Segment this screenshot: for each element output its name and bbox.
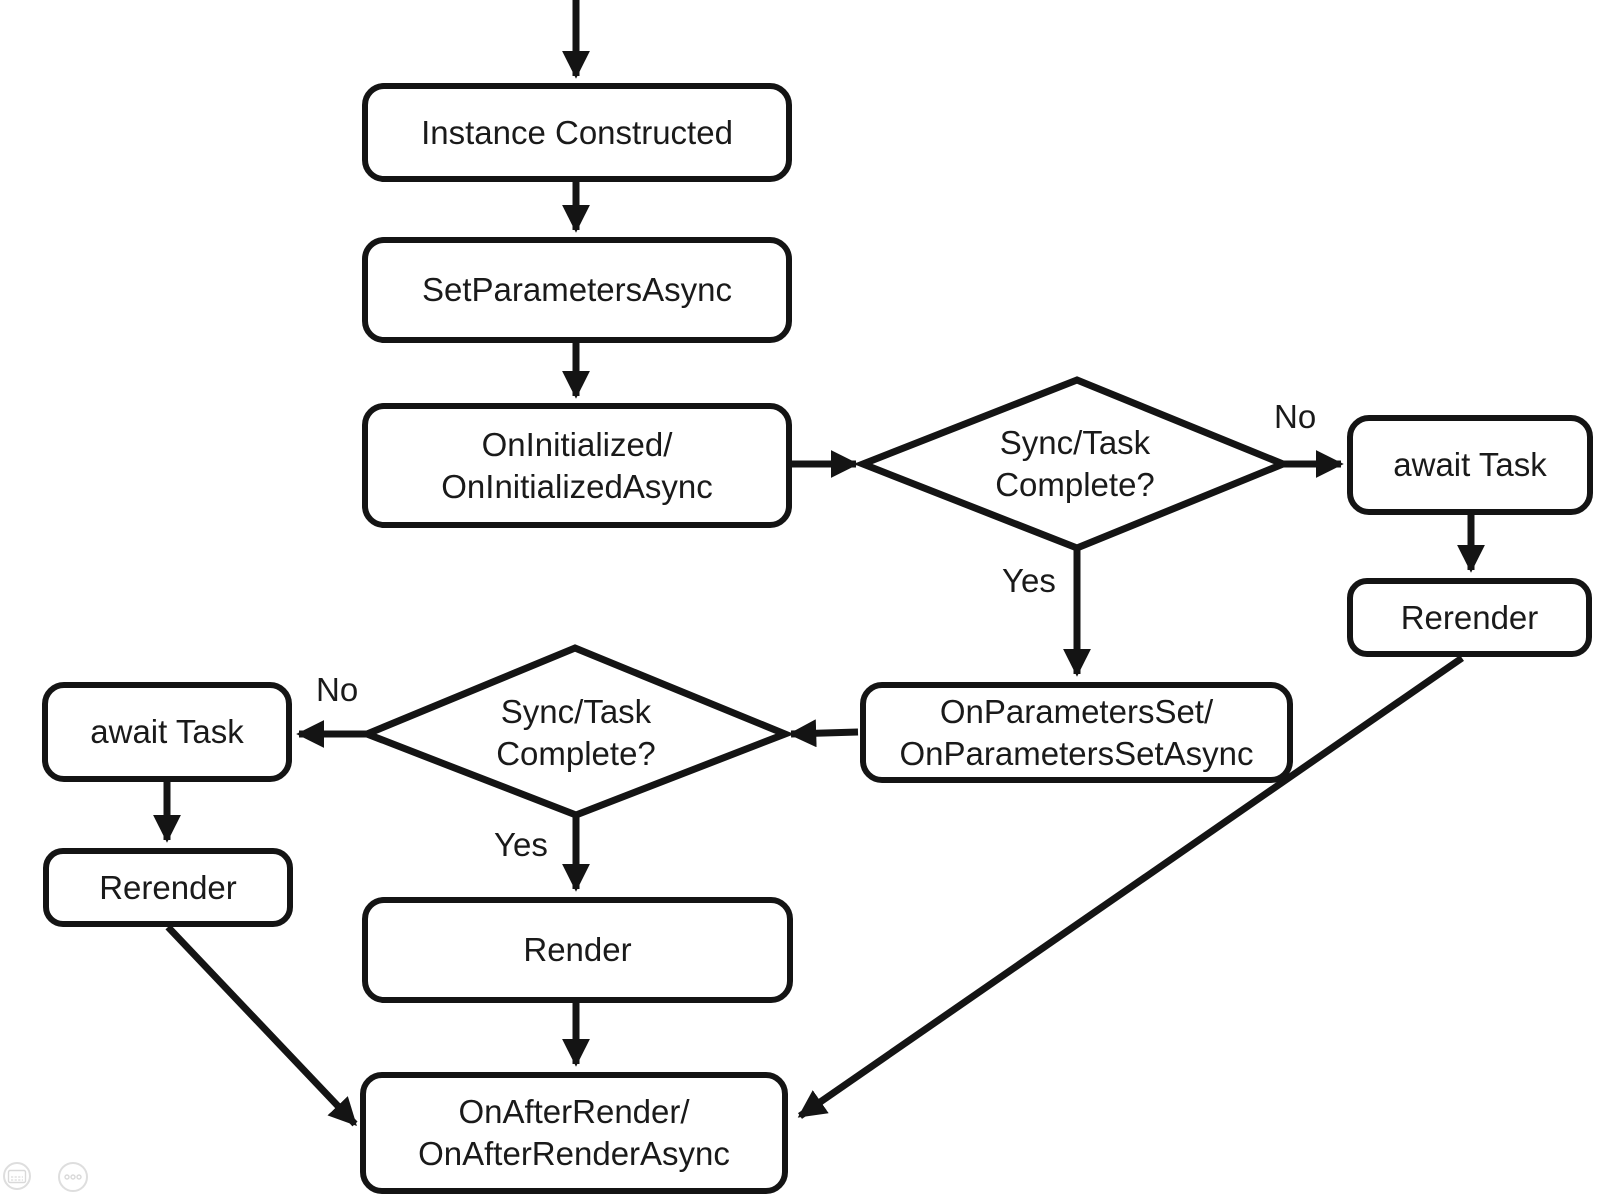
edge-label-yes-2: Yes [494,826,548,863]
edge-label-no-2: No [316,671,359,708]
decision-label-text: Sync/Task Complete? [496,693,656,772]
node-set-parameters-async: SetParametersAsync [362,237,792,343]
node-label: Instance Constructed [421,113,733,151]
decision-sync-task-complete-1 [853,376,1293,552]
keyboard-overlay-button[interactable] [3,1162,31,1190]
node-on-parameters-set: OnParametersSet/ OnParametersSetAsync [860,682,1293,783]
edge-rerenderright-to-onafterrender [797,655,1464,1119]
node-rerender-left: Rerender [43,848,293,927]
node-instance-constructed: Instance Constructed [362,83,792,182]
more-options-overlay-button[interactable] [58,1162,88,1192]
ellipsis-icon [64,1174,82,1180]
edge-rerenderleft-to-onafterrender [165,924,358,1127]
node-on-after-render: OnAfterRender/ OnAfterRenderAsync [360,1072,788,1194]
node-label: Rerender [1400,598,1539,636]
node-render: Render [362,897,793,1003]
edge-label-yes-1: Yes [1002,562,1056,599]
node-rerender-right: Rerender [1347,578,1592,657]
node-on-initialized: OnInitialized/ OnInitializedAsync [362,403,792,528]
node-label: OnAfterRender/ OnAfterRenderAsync [418,1093,730,1172]
decision-2-label: Sync/Task Complete? [444,683,708,783]
node-label: Rerender [99,868,237,906]
decision-1-label: Sync/Task Complete? [943,414,1207,514]
edge-onparametersset-to-decision2 [788,719,859,748]
decision-label-text: Sync/Task Complete? [995,424,1155,503]
node-label: Render [523,931,632,969]
node-label: await Task [1393,446,1547,484]
node-label: OnParametersSet/ OnParametersSetAsync [899,692,1254,772]
node-await-task-left: await Task [42,682,292,782]
node-label: SetParametersAsync [422,271,732,309]
decision-sync-task-complete-2 [357,644,795,819]
node-label: OnInitialized/ OnInitializedAsync [441,425,713,505]
keyboard-icon [7,1169,27,1184]
edge-label-no-1: No [1274,398,1317,435]
node-label: await Task [90,713,244,751]
node-await-task-right: await Task [1347,415,1593,515]
